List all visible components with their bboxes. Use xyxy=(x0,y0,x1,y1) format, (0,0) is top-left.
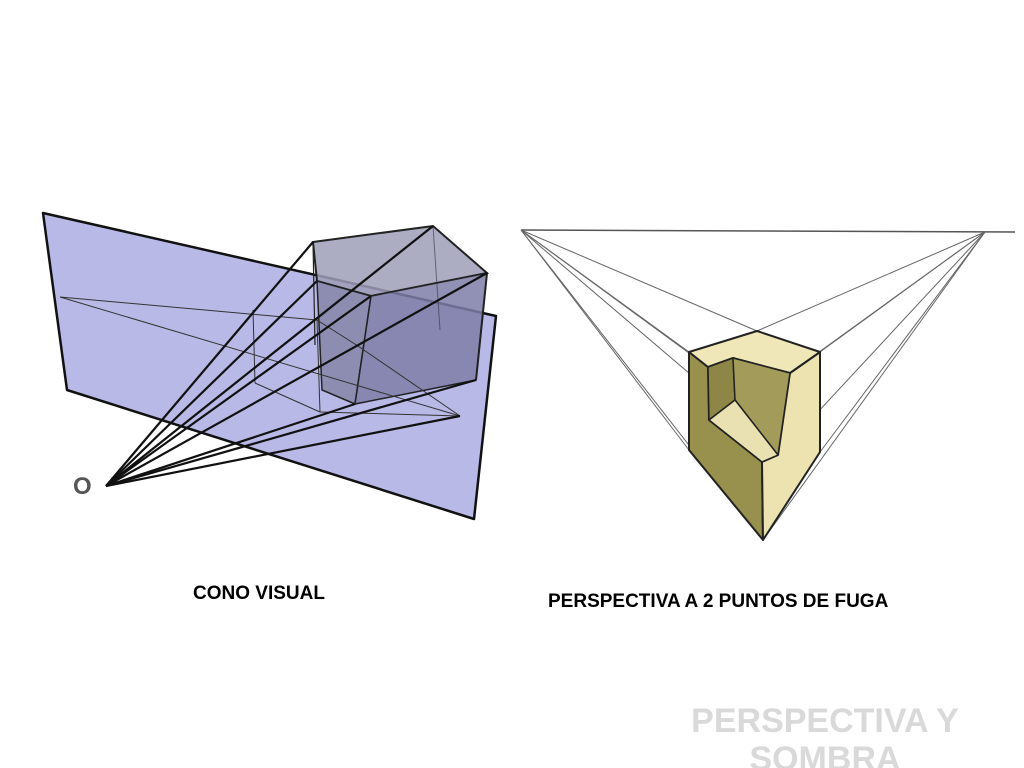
block-notch-floor xyxy=(708,399,779,463)
horizon-line xyxy=(520,229,1016,233)
plane-projection xyxy=(59,296,461,417)
pentagonal-prism xyxy=(311,224,490,406)
caption-cono-visual: CONO VISUAL xyxy=(193,583,325,604)
perspective-block xyxy=(688,330,821,541)
observer-point-label: O xyxy=(73,473,92,500)
visual-rays xyxy=(105,225,488,488)
two-point-perspective-diagram xyxy=(520,229,1016,541)
caption-perspectiva-2-puntos: PERSPECTIVA A 2 PUNTOS DE FUGA xyxy=(548,591,889,612)
visual-cone-diagram: O xyxy=(41,211,498,521)
watermark-title: PERSPECTIVA Y SOMBRA xyxy=(691,702,959,768)
